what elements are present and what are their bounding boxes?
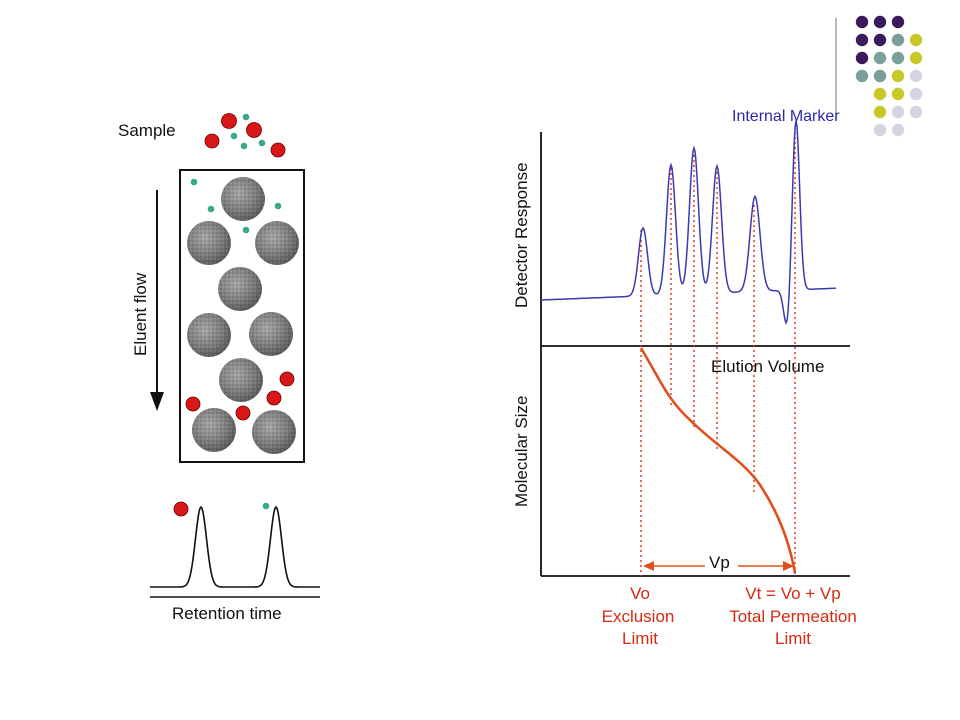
elution-volume-label: Elution Volume [711, 357, 824, 376]
decorative-dot [891, 69, 905, 83]
decorative-dot [891, 51, 905, 65]
small-particle [258, 139, 266, 147]
decorative-dot [855, 51, 869, 65]
decorative-dot [873, 87, 887, 101]
sample-particles [204, 113, 286, 158]
large-particle [266, 390, 282, 406]
bead [221, 177, 265, 221]
exclusion-label: Exclusion [602, 607, 675, 626]
column-particles [185, 178, 295, 421]
exclusion-limit-label: Limit [622, 629, 658, 648]
decorative-dot [909, 51, 923, 65]
eluent-flow-arrowhead [150, 392, 164, 411]
decorative-dot [909, 87, 923, 101]
total-permeation-label: Total Permeation [729, 607, 857, 626]
bead [187, 313, 231, 357]
decorative-dot [873, 15, 887, 29]
decorative-dot [873, 123, 887, 137]
small-particle-peak-marker [262, 502, 270, 510]
small-particle [230, 132, 238, 140]
retention-trace [150, 505, 320, 588]
vo-label: Vo [630, 584, 650, 603]
large-particle [246, 122, 262, 138]
large-particle [204, 133, 220, 149]
detector-trace [541, 120, 836, 325]
small-particle [240, 142, 248, 150]
vp-arrow [643, 561, 794, 571]
bead [218, 267, 262, 311]
decorative-dot [909, 33, 923, 47]
large-particle [235, 405, 251, 421]
small-particle [274, 202, 282, 210]
decorative-dot-grid [855, 15, 923, 137]
decorative-dot [891, 87, 905, 101]
small-particle [207, 205, 215, 213]
small-particle [242, 226, 250, 234]
decorative-dot [909, 105, 923, 119]
decorative-dot [855, 33, 869, 47]
large-particle [270, 142, 286, 158]
vp-label: Vp [709, 553, 730, 572]
eluent-flow-label: Eluent flow [131, 272, 150, 356]
small-particle [190, 178, 198, 186]
decorative-dot [891, 15, 905, 29]
decorative-dot [855, 69, 869, 83]
large-particle-peak-marker [173, 501, 189, 517]
bead [252, 410, 296, 454]
detector-response-label: Detector Response [512, 162, 531, 308]
bead [249, 312, 293, 356]
decorative-dot [891, 123, 905, 137]
decorative-dot [873, 105, 887, 119]
bead [192, 408, 236, 452]
large-particle [221, 113, 237, 129]
large-particle [279, 371, 295, 387]
column-beads [187, 177, 299, 454]
molecular-size-label: Molecular Size [512, 396, 531, 508]
vt-label: Vt = Vo + Vp [745, 584, 840, 603]
bead [219, 358, 263, 402]
bead [187, 221, 231, 265]
dotted-guides [640, 132, 796, 576]
small-particle [242, 113, 250, 121]
calibration-curve [639, 347, 797, 574]
permeation-limit-label: Limit [775, 629, 811, 648]
decorative-dot [855, 15, 869, 29]
retention-time-label: Retention time [172, 604, 282, 623]
decorative-dot [891, 105, 905, 119]
decorative-dot [873, 69, 887, 83]
decorative-dot [909, 69, 923, 83]
sample-label: Sample [118, 121, 176, 140]
decorative-dot [873, 33, 887, 47]
bead [255, 221, 299, 265]
decorative-dot [873, 51, 887, 65]
internal-marker-label: Internal Marker [732, 108, 840, 125]
decorative-dot [891, 33, 905, 47]
large-particle [185, 396, 201, 412]
